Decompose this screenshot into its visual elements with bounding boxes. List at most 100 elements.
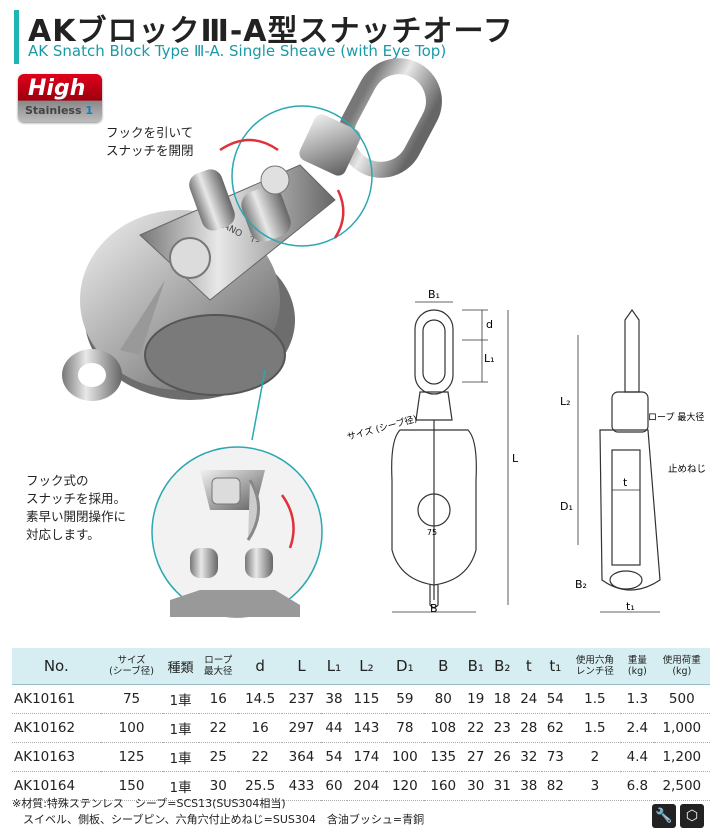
table-cell: 22 bbox=[237, 742, 283, 772]
table-cell: 1.5 bbox=[568, 713, 622, 743]
table-cell: 297 bbox=[282, 713, 321, 743]
col-l: L bbox=[282, 648, 321, 685]
snatch-hook-icon bbox=[189, 114, 361, 242]
table-cell: 1車 bbox=[162, 713, 199, 743]
table-cell: 23 bbox=[488, 713, 516, 743]
hook-closeup-icon bbox=[170, 470, 300, 617]
table-cell: 16 bbox=[237, 713, 283, 743]
table-cell: 19 bbox=[462, 684, 489, 714]
dim-label-l1: L₁ bbox=[484, 352, 495, 365]
table-cell: 75 bbox=[100, 684, 163, 714]
spec-table: No. サイズ (シーブ径) 種類 ロープ 最大径 d L L₁ L₂ D₁ B… bbox=[12, 648, 710, 801]
table-cell: 174 bbox=[347, 742, 386, 772]
front-view-outline bbox=[391, 309, 477, 609]
photo-stamp-size: 75 bbox=[250, 235, 260, 244]
table-cell: 100 bbox=[385, 742, 425, 772]
hex-key-icon: ⬡ bbox=[680, 804, 704, 828]
table-cell: AK10163 bbox=[12, 742, 101, 772]
table-cell: 1車 bbox=[162, 684, 199, 714]
drawing-mark: 75 bbox=[427, 528, 437, 537]
table-cell: 120 bbox=[385, 771, 425, 801]
table-cell: AK10162 bbox=[12, 713, 101, 743]
dim-label-l: L bbox=[512, 452, 519, 465]
table-cell: 25 bbox=[198, 742, 238, 772]
table-cell: 1,200 bbox=[653, 742, 710, 772]
table-cell: 73 bbox=[542, 742, 569, 772]
col-type: 種類 bbox=[162, 648, 199, 685]
table-cell: 100 bbox=[100, 713, 163, 743]
close-arrow-icon bbox=[333, 189, 345, 239]
table-cell: 38 bbox=[320, 684, 348, 714]
table-cell: 1,000 bbox=[653, 713, 710, 743]
table-cell: 115 bbox=[347, 684, 386, 714]
col-b: B bbox=[424, 648, 463, 685]
table-cell: 143 bbox=[347, 713, 386, 743]
open-arrow-icon bbox=[219, 138, 279, 152]
table-cell: 44 bbox=[320, 713, 348, 743]
table-cell: 78 bbox=[385, 713, 425, 743]
dim-label-size: サイズ (シーブ径) bbox=[346, 413, 419, 443]
table-cell: 204 bbox=[347, 771, 386, 801]
col-t1: t₁ bbox=[542, 648, 569, 685]
col-size: サイズ (シーブ径) bbox=[100, 648, 163, 685]
table-cell: 24 bbox=[515, 684, 543, 714]
eye-top-icon bbox=[338, 58, 442, 178]
dimension-lines bbox=[392, 301, 509, 613]
tool-icons: 🔧 ⬡ bbox=[652, 804, 704, 828]
table-cell: 38 bbox=[515, 771, 543, 801]
table-cell: 2.4 bbox=[621, 713, 654, 743]
table-cell: 27 bbox=[462, 742, 489, 772]
col-d1: D₁ bbox=[385, 648, 425, 685]
table-cell: 500 bbox=[653, 684, 710, 714]
col-no: No. bbox=[12, 648, 101, 685]
dimension-drawing: 75 B₁ d L₁ L B サイズ (シーブ径) L₂ ロープ 最大径 t D… bbox=[346, 288, 706, 615]
table-cell: 1車 bbox=[162, 771, 199, 801]
table-cell: 1車 bbox=[162, 742, 199, 772]
material-footnote: ※材質:特殊ステンレス シーブ=SCS13(SUS304相当) スイベル、側板、… bbox=[12, 797, 425, 826]
table-cell: 135 bbox=[424, 742, 463, 772]
badge-sub-text: Stainless 1 bbox=[25, 104, 94, 117]
col-load: 使用荷重 (kg) bbox=[653, 648, 710, 685]
table-cell: 22 bbox=[462, 713, 489, 743]
table-cell: 82 bbox=[542, 771, 569, 801]
table-cell: 32 bbox=[515, 742, 543, 772]
dim-label-d1: D₁ bbox=[560, 500, 573, 513]
hook-pull-note: フックを引いて スナッチを開閉 bbox=[106, 125, 194, 158]
col-wrench: 使用六角 レンチ径 bbox=[568, 648, 622, 685]
table-cell: AK10161 bbox=[12, 684, 101, 714]
title-accent-bar bbox=[14, 10, 19, 64]
badge-high-text: High bbox=[28, 76, 86, 101]
page-title: AKブロックⅢ-A型スナッチオーフ bbox=[28, 14, 514, 49]
table-cell: 25.5 bbox=[237, 771, 283, 801]
table-cell: 1.3 bbox=[621, 684, 654, 714]
col-b1: B₁ bbox=[462, 648, 489, 685]
col-weight: 重量 (kg) bbox=[621, 648, 654, 685]
table-cell: 18 bbox=[488, 684, 516, 714]
dim-label-stop-screw: 止めねじ bbox=[668, 463, 706, 475]
table-cell: 22 bbox=[198, 713, 238, 743]
table-cell: 1.5 bbox=[568, 684, 622, 714]
table-cell: 28 bbox=[515, 713, 543, 743]
dim-label-rope: ロープ 最大径 bbox=[648, 411, 704, 423]
table-cell: 54 bbox=[320, 742, 348, 772]
side-view-outline bbox=[599, 308, 661, 591]
wrench-icon: 🔧 bbox=[652, 804, 676, 828]
table-cell: 31 bbox=[488, 771, 516, 801]
table-cell: 80 bbox=[424, 684, 463, 714]
dim-label-b2: B₂ bbox=[575, 578, 587, 591]
table-cell: 6.8 bbox=[621, 771, 654, 801]
table-cell: 59 bbox=[385, 684, 425, 714]
side-dimension-lines bbox=[577, 335, 660, 613]
table-cell: 2 bbox=[568, 742, 622, 772]
dim-label-t: t bbox=[623, 476, 628, 489]
dim-label-b: B bbox=[430, 602, 438, 615]
col-l2: L₂ bbox=[347, 648, 386, 685]
col-b2: B₂ bbox=[488, 648, 516, 685]
table-cell: 62 bbox=[542, 713, 569, 743]
col-rope: ロープ 最大径 bbox=[198, 648, 238, 685]
table-cell: 3 bbox=[568, 771, 622, 801]
